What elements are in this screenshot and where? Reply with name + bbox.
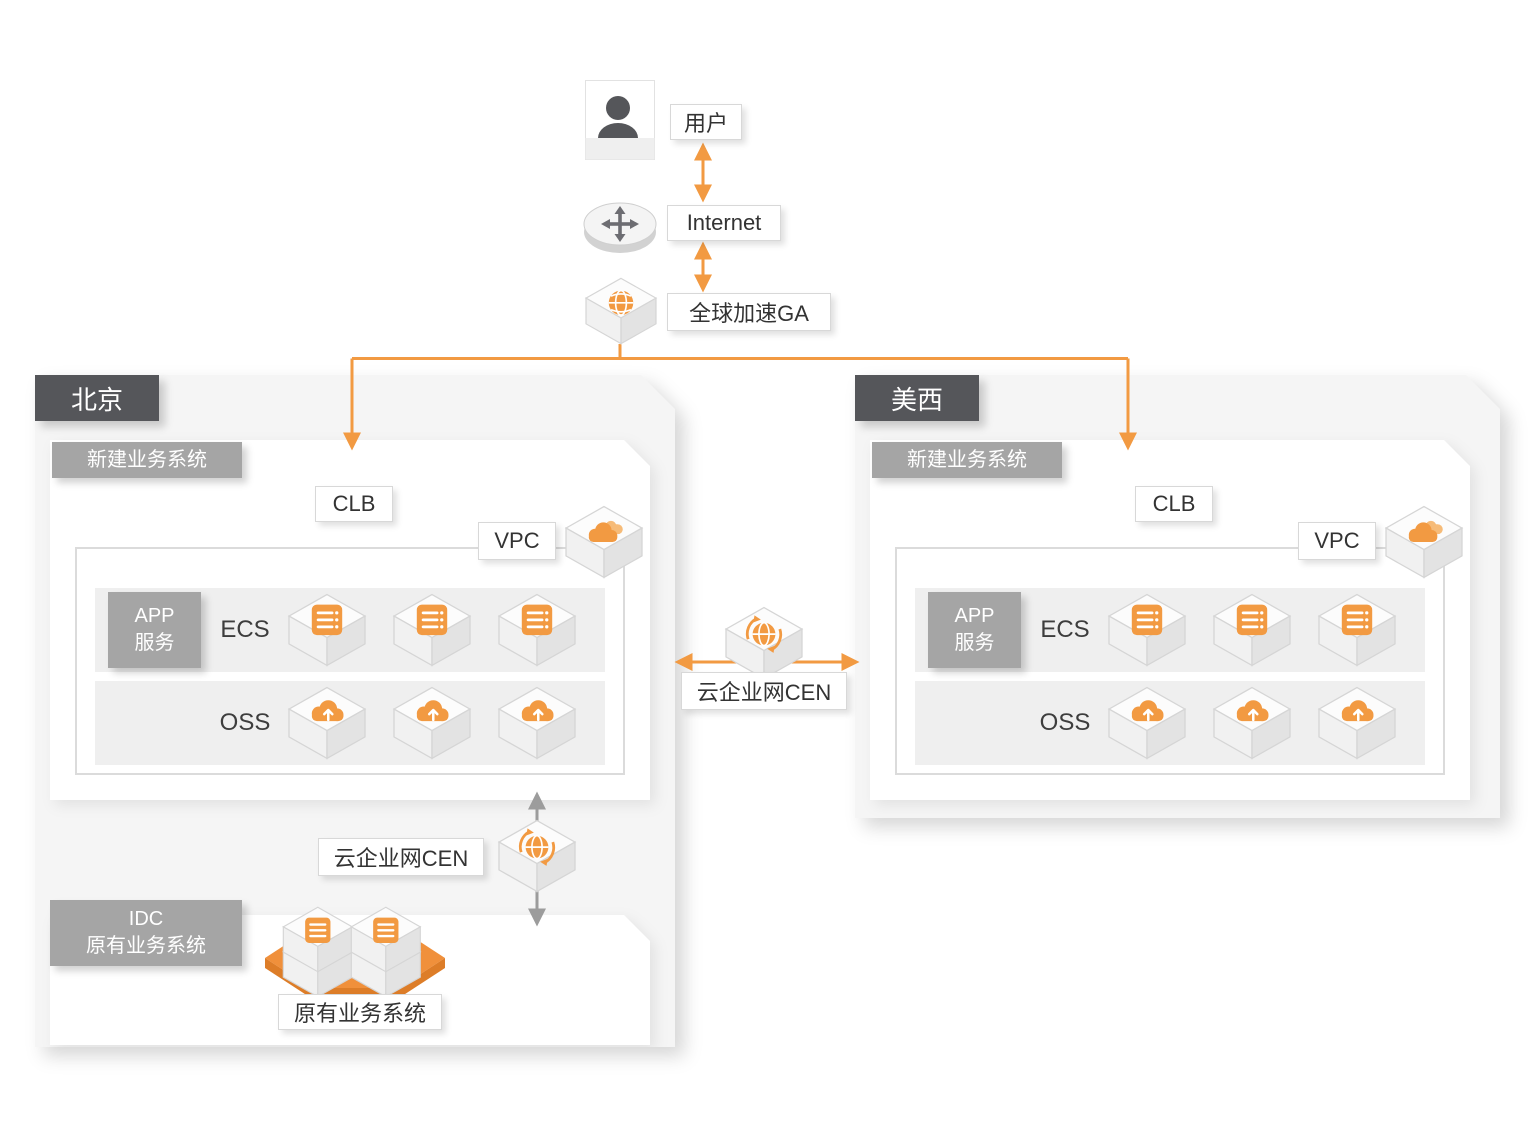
idc-server-stack-icon bbox=[265, 892, 445, 998]
beijing-vpc-boundary bbox=[75, 547, 625, 775]
idc-label: IDC 原有业务系统 bbox=[50, 900, 242, 966]
uswest-vpc-label: VPC bbox=[1298, 522, 1376, 560]
legacy-system-caption: 原有业务系统 bbox=[278, 994, 442, 1030]
ecs-server-icon bbox=[1105, 592, 1189, 668]
internet-label: Internet bbox=[667, 205, 781, 241]
beijing-system-title: 新建业务系统 bbox=[52, 442, 242, 478]
center-cen-globe-icon bbox=[722, 605, 806, 681]
ecs-server-icon bbox=[390, 592, 474, 668]
oss-cloud-icon bbox=[495, 685, 579, 761]
beijing-ecs-label: ECS bbox=[220, 616, 270, 643]
uswest-vpc-cloud-icon bbox=[1382, 504, 1466, 580]
beijing-clb-label: CLB bbox=[315, 486, 393, 522]
oss-cloud-icon bbox=[1315, 685, 1399, 761]
uswest-clb-label: CLB bbox=[1135, 486, 1213, 522]
ga-globe-icon bbox=[582, 276, 660, 346]
beijing-cen-globe-icon bbox=[495, 818, 579, 894]
oss-cloud-icon bbox=[1105, 685, 1189, 761]
beijing-app-service-label: APP 服务 bbox=[108, 592, 201, 668]
region-label-beijing: 北京 bbox=[35, 375, 159, 421]
user-label: 用户 bbox=[670, 104, 742, 140]
uswest-oss-label: OSS bbox=[1039, 709, 1091, 736]
beijing-vpc-label: VPC bbox=[478, 522, 556, 560]
center-cen-label: 云企业网CEN bbox=[681, 672, 847, 710]
uswest-vpc-boundary bbox=[895, 547, 1445, 775]
internet-icon bbox=[583, 202, 657, 253]
ecs-server-icon bbox=[1315, 592, 1399, 668]
beijing-vpc-cloud-icon bbox=[562, 504, 646, 580]
ga-label: 全球加速GA bbox=[667, 293, 831, 331]
ecs-server-icon bbox=[495, 592, 579, 668]
ecs-server-icon bbox=[1210, 592, 1294, 668]
oss-cloud-icon bbox=[390, 685, 474, 761]
beijing-oss-label: OSS bbox=[219, 709, 271, 736]
oss-cloud-icon bbox=[1210, 685, 1294, 761]
user-icon bbox=[585, 80, 655, 160]
uswest-app-service-label: APP 服务 bbox=[928, 592, 1021, 668]
region-label-uswest: 美西 bbox=[855, 375, 979, 421]
oss-cloud-icon bbox=[285, 685, 369, 761]
ecs-server-icon bbox=[285, 592, 369, 668]
uswest-ecs-label: ECS bbox=[1040, 616, 1090, 643]
beijing-cen-label: 云企业网CEN bbox=[318, 838, 484, 876]
uswest-system-title: 新建业务系统 bbox=[872, 442, 1062, 478]
